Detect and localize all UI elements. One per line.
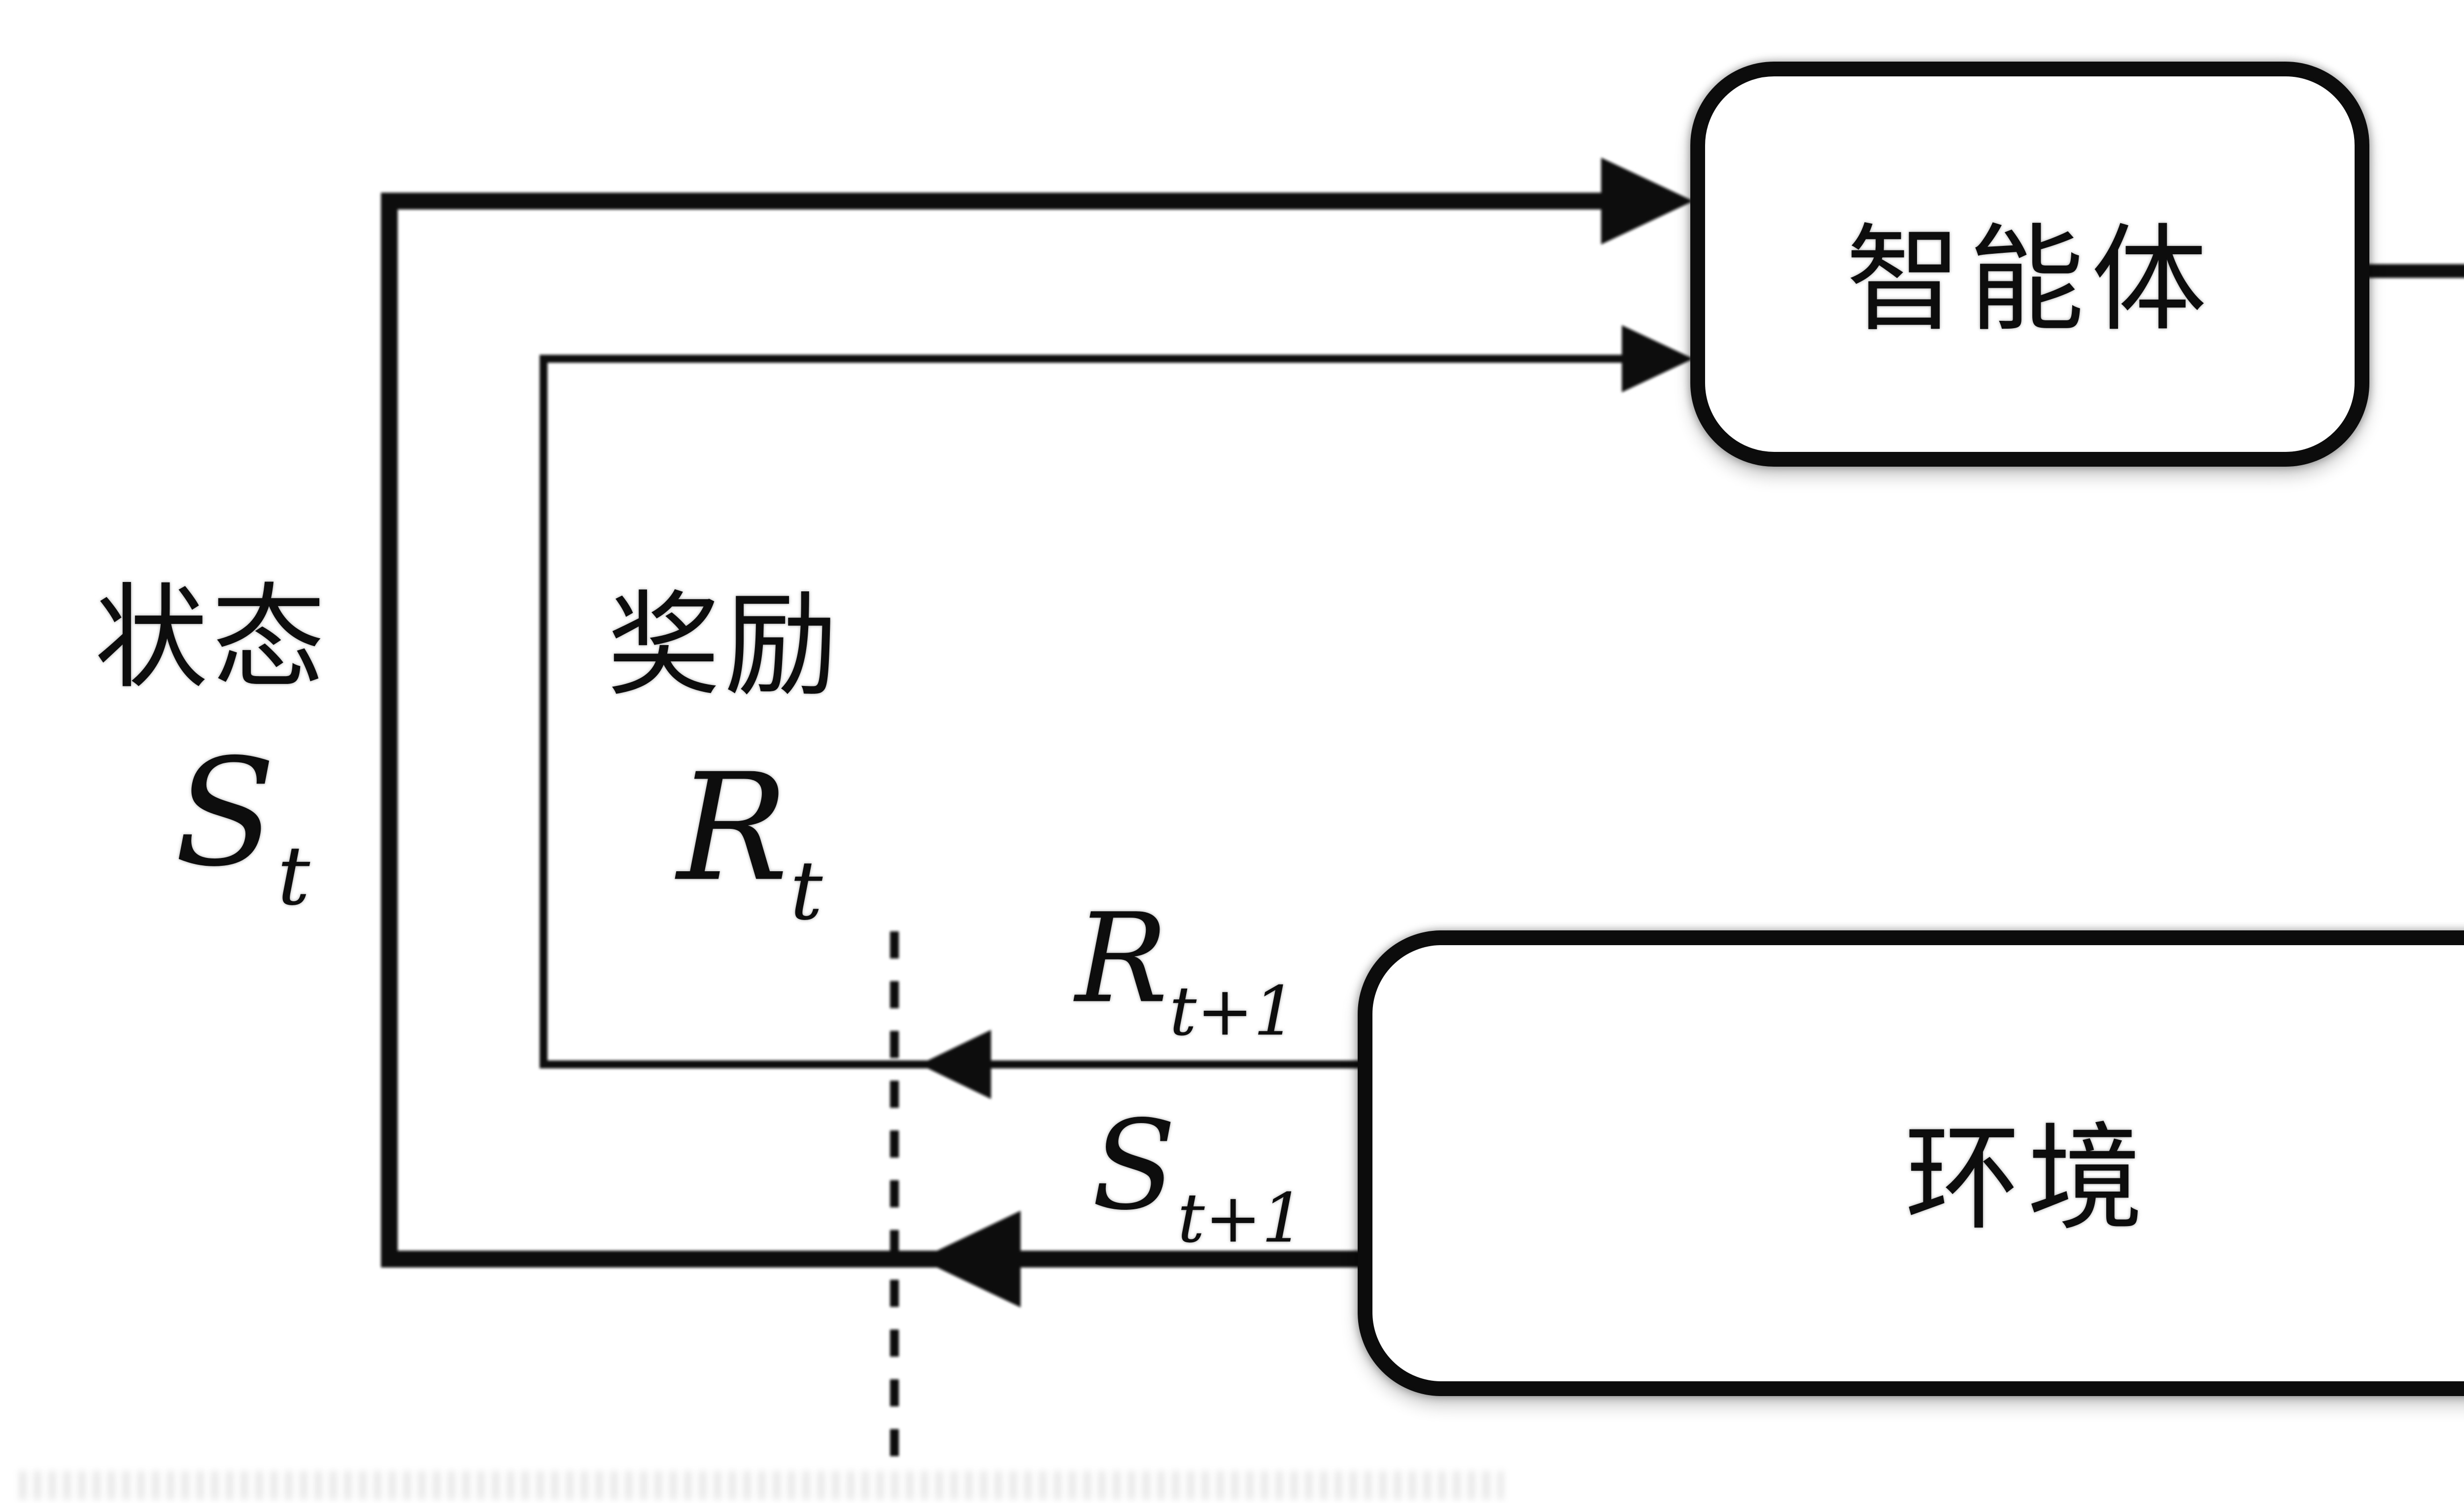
state-symbol: S	[174, 727, 276, 899]
environment-node-label: 环境	[1905, 1112, 2150, 1246]
next-state-subscript: t+1	[1177, 1179, 1305, 1258]
next-reward-subscript: t+1	[1169, 972, 1297, 1051]
next-reward-symbol-label: Rt+1	[1075, 887, 1297, 1045]
next-state-symbol-label: St+1	[1092, 1093, 1304, 1252]
reward-into-agent-arrowhead	[1622, 325, 1693, 392]
reward-symbol-label: Rt	[677, 742, 823, 931]
next-reward-symbol: R	[1075, 887, 1168, 1030]
agent-node: 智能体	[1690, 62, 2369, 467]
next-state-symbol: S	[1092, 1093, 1176, 1237]
state-zh-label: 状态	[94, 573, 330, 705]
reward-symbol: R	[677, 742, 788, 914]
state-symbol-label: St	[174, 727, 310, 917]
state-loop-line	[381, 193, 1616, 1267]
agent-node-label: 智能体	[1846, 212, 2214, 347]
state-into-agent-arrowhead	[1601, 158, 1693, 244]
next-reward-arrowhead	[920, 1030, 991, 1099]
next-state-arrowhead	[920, 1211, 1021, 1307]
reward-subscript: t	[790, 843, 823, 938]
cropped-caption-artifact	[20, 1471, 1503, 1500]
state-subscript: t	[277, 828, 310, 923]
reward-zh-label: 奖励	[607, 580, 842, 712]
environment-node: 环境	[1358, 930, 2464, 1396]
